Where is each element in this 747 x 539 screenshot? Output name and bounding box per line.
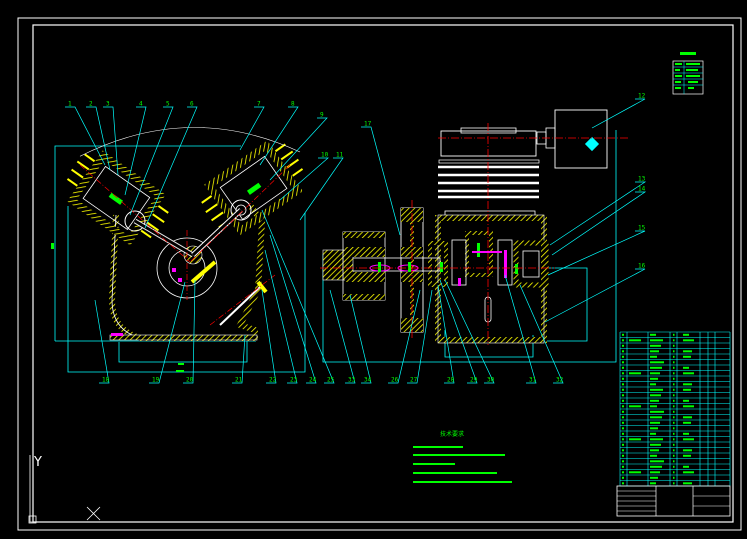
callout-label: 6 xyxy=(190,101,194,108)
leader-line xyxy=(388,289,421,384)
callout-label: 5 xyxy=(166,101,170,108)
callout-label: 29 xyxy=(470,377,478,384)
leader-line xyxy=(439,279,478,384)
leader-line xyxy=(269,234,317,384)
callout-label: 1 xyxy=(68,101,72,108)
parameter-table xyxy=(672,52,704,95)
callout-label: 18 xyxy=(102,377,110,384)
leader-line xyxy=(149,281,186,384)
callout-label: 12 xyxy=(638,93,646,100)
leader-line xyxy=(264,249,298,384)
callout-label: 26 xyxy=(391,377,399,384)
callout-label: 19 xyxy=(152,377,160,384)
leader-line xyxy=(183,279,196,384)
leader-line xyxy=(261,209,335,384)
leader-line xyxy=(349,294,372,384)
leader-line xyxy=(591,98,646,129)
callout-label: 10 xyxy=(321,152,329,159)
leader-line xyxy=(299,157,344,221)
front-view xyxy=(51,127,306,373)
ucs-icon xyxy=(28,455,101,524)
callout-label: 23 xyxy=(290,377,298,384)
technical-notes: 技术要求 xyxy=(413,430,512,483)
leader-line xyxy=(361,126,401,236)
leader-line xyxy=(549,181,647,246)
callout-label: 27 xyxy=(410,377,418,384)
callout-label: 22 xyxy=(269,377,277,384)
callout-label: 31 xyxy=(529,377,537,384)
callout-label: 34 xyxy=(364,377,372,384)
leader-line xyxy=(551,191,647,256)
leader-line xyxy=(279,157,329,201)
leader-line xyxy=(86,106,111,171)
leader-line xyxy=(94,299,110,384)
callout-label: 30 xyxy=(487,377,495,384)
leader-line xyxy=(259,106,299,166)
leader-line xyxy=(65,106,106,166)
callout-label: 11 xyxy=(336,152,344,159)
leader-line xyxy=(261,289,277,384)
leader-line xyxy=(407,289,433,384)
callout-label: 2 xyxy=(89,101,93,108)
callout-label: 13 xyxy=(638,176,646,183)
parts-list-table xyxy=(616,331,731,517)
ucs-y-label: Y xyxy=(33,455,42,470)
notes-title: 技术要求 xyxy=(440,430,464,438)
callout-label: 24 xyxy=(309,377,317,384)
callout-label: 4 xyxy=(139,101,143,108)
leader-line xyxy=(544,268,646,323)
leader-line xyxy=(103,106,119,176)
side-view xyxy=(320,109,630,363)
callout-label: 25 xyxy=(327,377,335,384)
callout-label: 15 xyxy=(638,225,646,232)
callout-label: 9 xyxy=(320,112,324,119)
callout-label: 17 xyxy=(364,121,372,128)
leader-lines xyxy=(65,98,647,384)
callout-label: 21 xyxy=(235,377,243,384)
callout-label: 32 xyxy=(556,377,564,384)
callout-label: 20 xyxy=(186,377,194,384)
leader-line xyxy=(269,117,328,181)
leader-line xyxy=(124,106,147,196)
callout-label: 14 xyxy=(638,186,646,193)
leader-line xyxy=(232,334,246,384)
callout-label: 8 xyxy=(291,101,295,108)
outer-border xyxy=(17,17,742,531)
leader-line xyxy=(329,289,356,384)
callout-label: 16 xyxy=(638,263,646,270)
callout-label: 7 xyxy=(257,101,261,108)
callout-label: 3 xyxy=(106,101,110,108)
callout-label: 28 xyxy=(447,377,455,384)
leader-line xyxy=(547,230,646,276)
leader-line xyxy=(437,284,455,384)
leader-line xyxy=(144,106,198,229)
leader-line xyxy=(444,279,495,384)
leader-line xyxy=(504,274,537,384)
leader-line xyxy=(239,106,265,151)
leader-line xyxy=(519,284,564,384)
callout-label: 33 xyxy=(348,377,356,384)
inner-border xyxy=(32,24,734,523)
leader-line xyxy=(129,106,174,216)
